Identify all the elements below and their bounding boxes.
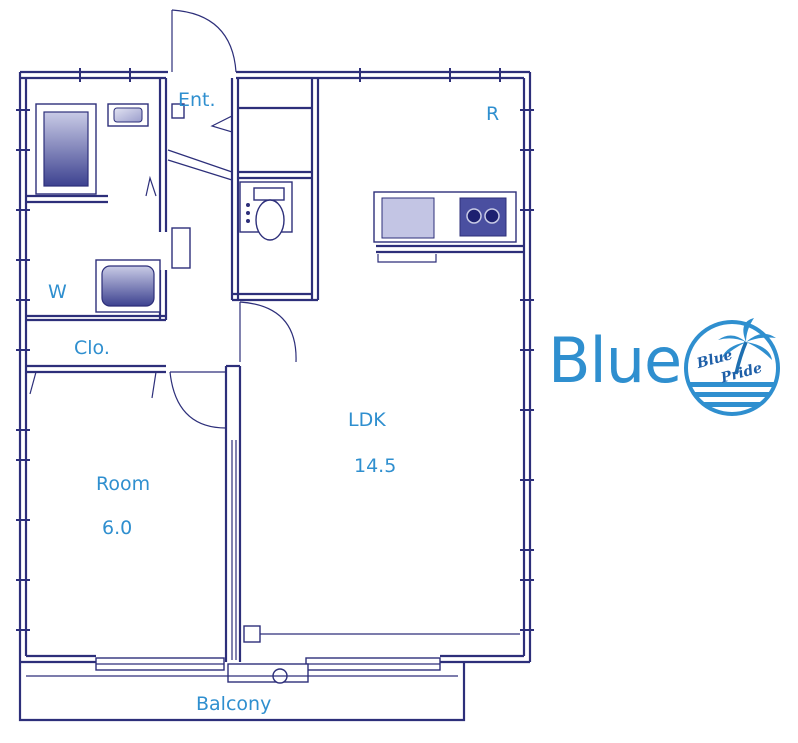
toilet — [239, 181, 293, 241]
label-entrance: Ent. — [178, 89, 216, 111]
sliding-partition — [231, 440, 237, 660]
wall-ticks — [16, 68, 534, 631]
palm-tree-logo-icon: Blue Pride — [684, 318, 780, 416]
balcony-outline — [18, 662, 466, 722]
ldk-floor-line — [243, 625, 520, 643]
label-closet: Clo. — [74, 337, 110, 359]
label-room: Room — [96, 473, 150, 495]
closet — [29, 371, 157, 399]
balcony-windows — [95, 657, 441, 684]
toilet-door — [239, 301, 297, 363]
entrance-hall — [167, 103, 233, 269]
label-ldk-size: 14.5 — [354, 455, 396, 477]
label-ldk: LDK — [348, 409, 386, 431]
label-refrigerator: R — [486, 103, 499, 125]
entrance-door — [171, 9, 237, 73]
label-balcony: Balcony — [196, 693, 271, 715]
bathroom — [35, 103, 157, 197]
label-washer: W — [48, 281, 67, 303]
brand-name: Blue — [548, 324, 682, 397]
kitchen-counter — [373, 191, 517, 263]
room-door — [169, 371, 227, 429]
label-room-size: 6.0 — [102, 517, 132, 539]
washer-area — [95, 259, 161, 313]
interior-walls — [26, 78, 524, 662]
outer-walls — [18, 70, 532, 664]
